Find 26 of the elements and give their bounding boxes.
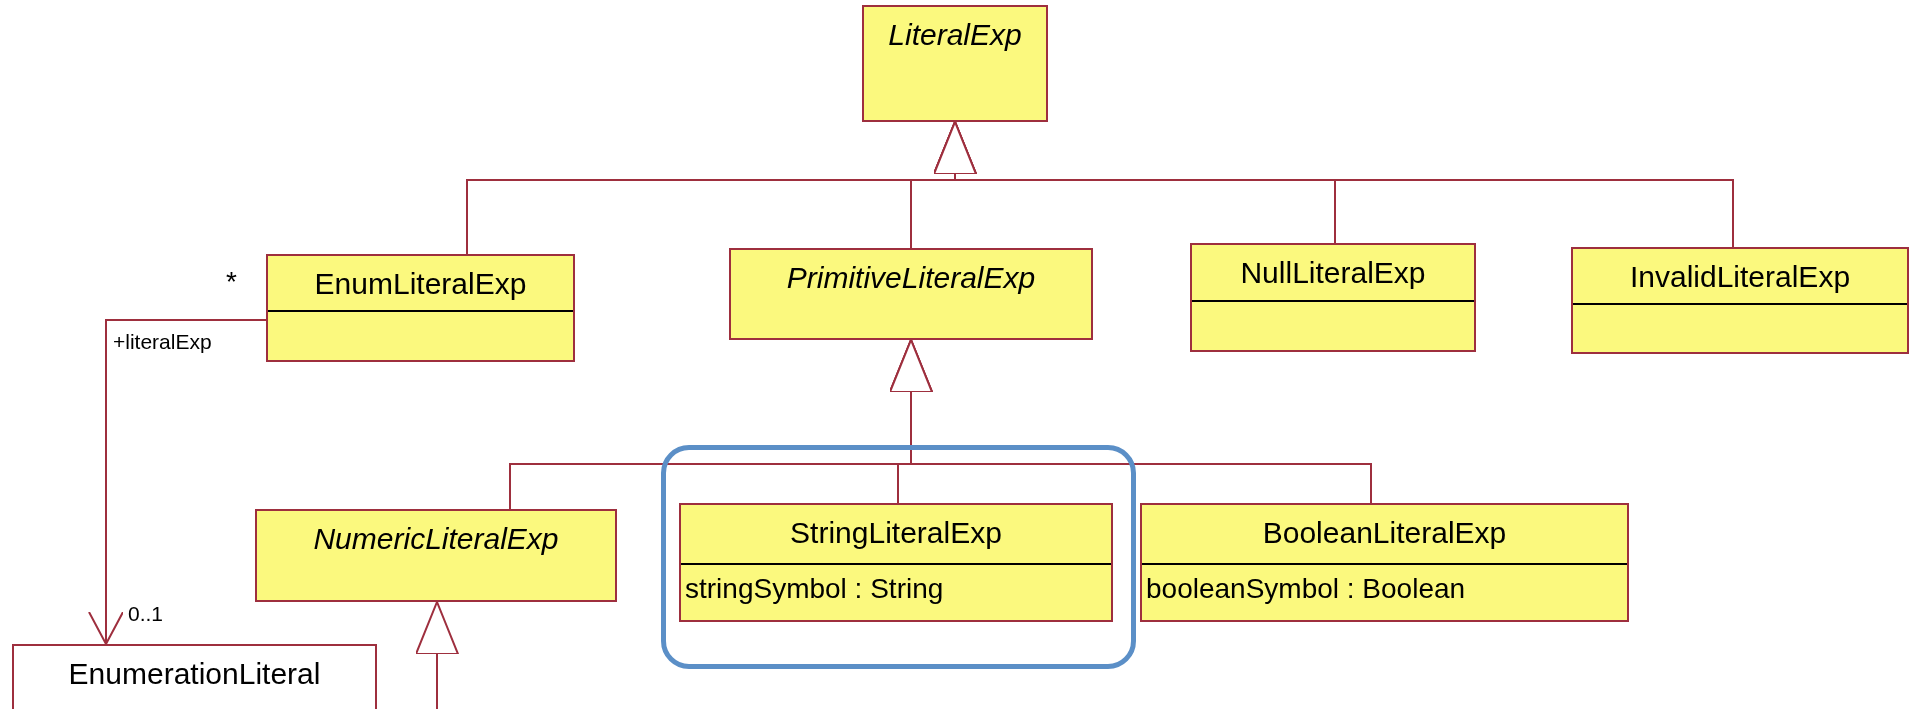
class-box [1190,243,1476,352]
class-name: StringLiteralExp [790,515,1002,551]
class-box [862,5,1048,122]
class-name: PrimitiveLiteralExp [786,260,1036,296]
class-name: NullLiteralExp [1240,255,1426,291]
multiplicity-label: +literalExp [113,331,212,352]
class-box [266,254,575,362]
generalization-arrow [415,601,459,709]
class-box [679,503,1113,622]
generalization-arrow [889,339,1372,504]
multiplicity-label: 0..1 [128,603,164,624]
class-box [1140,503,1629,622]
association-arrow [88,319,267,645]
class-name: EnumerationLiteral [68,656,321,692]
class-box [729,248,1093,340]
attribute-text: stringSymbol : String [685,572,945,606]
multiplicity-label: * [226,268,237,296]
class-name: NumericLiteralExp [313,521,559,557]
class-name: BooleanLiteralExp [1262,515,1507,551]
class-name: InvalidLiteralExp [1629,259,1851,295]
attribute-text: booleanSymbol : Boolean [1146,572,1467,606]
class-box [255,509,617,602]
class-name: EnumLiteralExp [314,266,527,302]
generalization-arrow [933,121,1734,248]
class-box [1571,247,1909,354]
class-name: LiteralExp [888,17,1022,53]
